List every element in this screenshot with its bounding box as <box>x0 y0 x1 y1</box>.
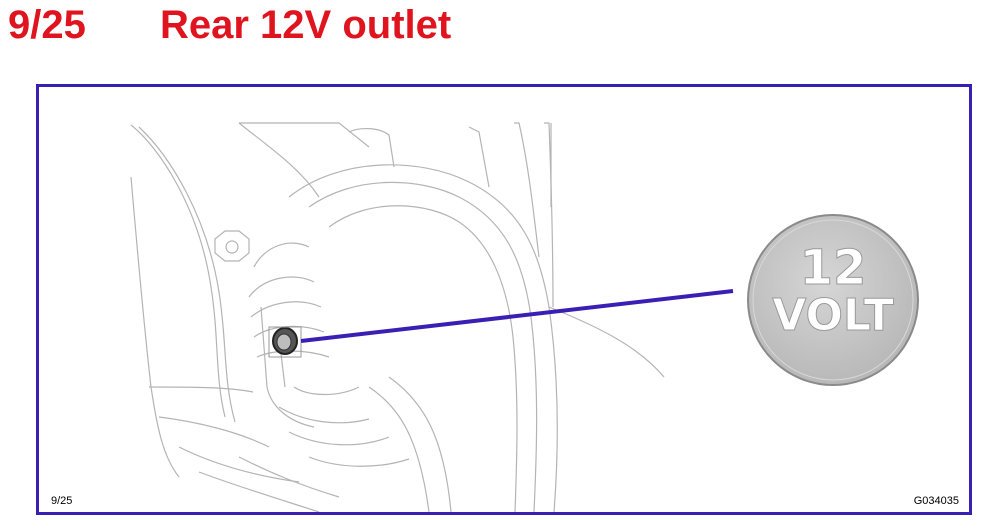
badge-line-2: VOLT <box>772 290 893 341</box>
vehicle-interior-line-art <box>130 122 665 512</box>
page-number: 9/25 <box>8 2 86 47</box>
page-header: 9/25 Rear 12V outlet <box>8 0 451 50</box>
figure-code-label: G034035 <box>913 495 959 507</box>
illustration-frame: 12 VOLT 9/25 G034035 <box>36 84 972 515</box>
badge-line-1: 12 <box>800 240 867 296</box>
page-title: Rear 12V outlet <box>160 2 452 47</box>
power-outlet-socket <box>268 326 302 358</box>
12-volt-badge: 12 VOLT <box>747 214 919 386</box>
figure-page-label: 9/25 <box>51 495 73 507</box>
leader-line <box>300 289 734 343</box>
rear-outlet-illustration: 12 VOLT <box>130 122 919 512</box>
